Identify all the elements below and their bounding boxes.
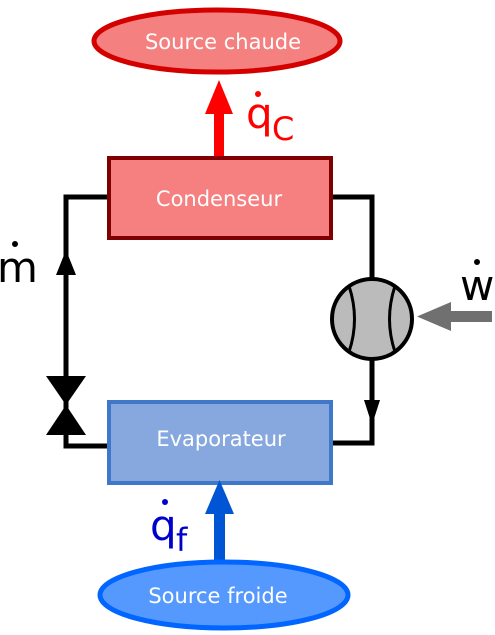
work-arrow-shaft — [446, 311, 492, 322]
compressor-blade-right — [388, 285, 397, 353]
q-hot-arrow — [205, 80, 233, 158]
refrigerant-circuit — [63, 194, 375, 449]
hot-source: Source chaude — [91, 7, 343, 75]
work-symbol: w — [460, 259, 494, 310]
cold-source-label: Source froide — [148, 584, 287, 608]
q-hot-arrow-head — [205, 80, 233, 114]
condenser-label: Condenseur — [156, 187, 283, 211]
q-cold-arrow-head — [205, 480, 234, 514]
work-arrow-head — [417, 302, 451, 331]
cold-source-ellipse — [97, 559, 351, 631]
circuit-right-bottom-line — [332, 356, 375, 446]
q-cold-arrow — [205, 480, 234, 565]
valve-bottom-triangle — [46, 405, 86, 435]
q-cold-arrow-shaft — [214, 510, 225, 565]
q-hot-dot — [255, 91, 261, 97]
compressor-blade-left — [347, 285, 356, 353]
q-hot-arrow-shaft — [214, 112, 224, 158]
mass-flow-dot — [12, 241, 18, 247]
circuit-left-line — [63, 194, 108, 449]
q-cold-symbol: q f — [150, 499, 188, 559]
q-hot-base: q — [246, 89, 273, 138]
hot-source-label: Source chaude — [145, 30, 301, 54]
expansion-valve — [46, 376, 86, 435]
mass-flow-symbol: m — [0, 241, 38, 292]
circuit-right-top-line — [332, 194, 375, 284]
hot-source-ellipse — [91, 7, 343, 75]
condenser: Condenseur — [107, 156, 333, 240]
q-hot-symbol: q C — [246, 89, 294, 148]
evaporator-label: Evaporateur — [156, 427, 286, 451]
mass-flow-base: m — [0, 243, 38, 292]
valve-top-triangle — [46, 376, 86, 405]
right-down-arrowhead — [364, 400, 380, 425]
condenser-box — [107, 156, 333, 240]
q-cold-base: q — [150, 501, 177, 550]
work-arrow — [417, 302, 492, 331]
evaporator: Evaporateur — [107, 400, 333, 485]
work-dot — [474, 259, 480, 265]
cold-source: Source froide — [97, 559, 351, 631]
compressor-circle — [330, 277, 414, 361]
compressor — [330, 277, 414, 361]
q-hot-subscript: C — [272, 110, 294, 148]
left-up-arrowhead — [56, 250, 76, 275]
q-cold-dot — [162, 499, 168, 505]
q-cold-subscript: f — [176, 521, 188, 559]
work-base: w — [460, 261, 494, 310]
